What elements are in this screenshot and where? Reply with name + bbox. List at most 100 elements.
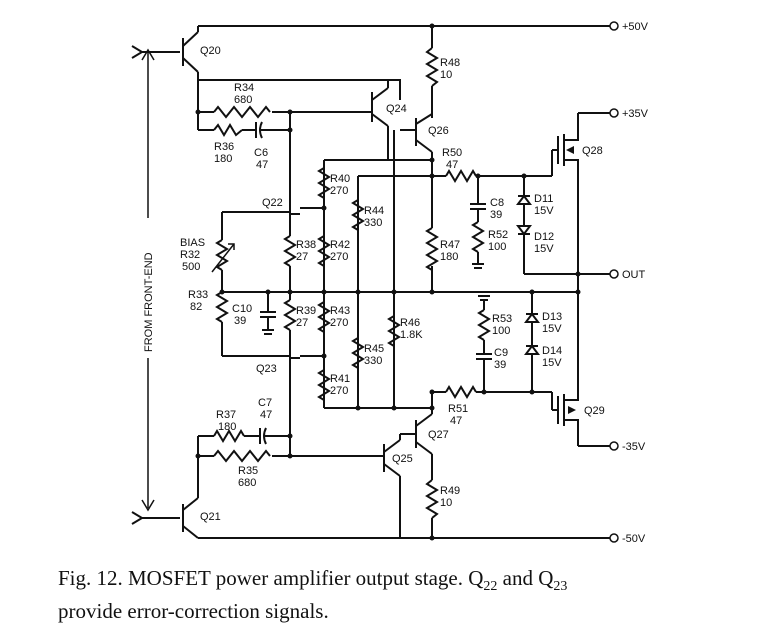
r53-ref: R53 <box>492 313 512 325</box>
bias-label: BIAS <box>180 237 205 249</box>
r37-val: 180 <box>218 421 236 433</box>
q22-label: Q22 <box>262 197 283 209</box>
r43-ref: R43 <box>330 305 350 317</box>
c7-val: 47 <box>260 409 272 421</box>
r50-resistor <box>445 169 477 183</box>
q26-transistor <box>415 113 433 153</box>
r53-resistor <box>477 309 491 341</box>
r52-val: 100 <box>488 241 506 253</box>
r36-val: 180 <box>214 153 232 165</box>
r46-ref: R46 <box>400 317 420 329</box>
d14-val: 15V <box>542 357 562 369</box>
r51-ref: R51 <box>448 403 468 415</box>
q23-transistor <box>289 346 324 372</box>
r36-ref: R36 <box>214 141 234 153</box>
r51-resistor <box>445 385 477 399</box>
neg35-label: -35V <box>622 441 646 453</box>
r42-ref: R42 <box>330 239 350 251</box>
q20-transistor <box>182 26 199 80</box>
q25-transistor <box>383 439 401 477</box>
d11-ref: D11 <box>534 193 553 205</box>
r35-ref: R35 <box>238 465 258 477</box>
r39-ref: R39 <box>296 305 316 317</box>
d13-val: 15V <box>542 323 562 335</box>
caption-line-1: Fig. 12. MOSFET power amplifier output s… <box>58 566 568 595</box>
r44-resistor <box>351 199 365 231</box>
r48-ref: R48 <box>440 57 460 69</box>
rail-wires <box>198 25 610 539</box>
c9-val: 39 <box>494 359 506 371</box>
r32-potentiometer <box>215 239 229 271</box>
r40-ref: R40 <box>330 173 350 185</box>
r50-val: 47 <box>446 159 458 171</box>
r32-val: 500 <box>182 261 200 273</box>
q29-label: Q29 <box>584 405 605 417</box>
d13-ref: D13 <box>542 311 562 323</box>
r34-resistor <box>213 105 271 119</box>
r33-ref: R33 <box>188 289 208 301</box>
r52-resistor <box>471 221 485 253</box>
r43-resistor <box>317 301 331 333</box>
r47-val: 180 <box>440 251 458 263</box>
q22-transistor <box>289 200 324 228</box>
r40-resistor <box>317 167 331 199</box>
q24-transistor <box>371 87 389 127</box>
c6-val: 47 <box>256 159 268 171</box>
r35-resistor <box>213 449 271 463</box>
pos35-terminal <box>609 108 619 118</box>
r38-val: 27 <box>296 251 308 263</box>
c10-ref: C10 <box>232 303 252 315</box>
c8-ref: C8 <box>490 197 504 209</box>
d12-ref: D12 <box>534 231 554 243</box>
r48-val: 10 <box>440 69 452 81</box>
d12-val: 15V <box>534 243 554 255</box>
r41-ref: R41 <box>330 373 350 385</box>
r35-val: 680 <box>238 477 256 489</box>
q23-label: Q23 <box>256 363 277 375</box>
c6-ref: C6 <box>254 147 268 159</box>
d14-ref: D14 <box>542 345 562 357</box>
q21-label: Q21 <box>200 511 221 523</box>
r44-ref: R44 <box>364 205 384 217</box>
pos35-label: +35V <box>622 108 649 120</box>
r46-val: 1.8K <box>400 329 423 341</box>
q26-label: Q26 <box>428 125 449 137</box>
q24-label: Q24 <box>386 103 407 115</box>
r49-val: 10 <box>440 497 452 509</box>
r48-resistor <box>425 47 439 87</box>
r43-val: 270 <box>330 317 348 329</box>
c10-val: 39 <box>234 315 246 327</box>
r51-val: 47 <box>450 415 462 427</box>
d11-val: 15V <box>534 205 554 217</box>
r46-resistor <box>387 315 401 347</box>
r52-ref: R52 <box>488 229 508 241</box>
r44-val: 330 <box>364 217 382 229</box>
c8-val: 39 <box>490 209 502 221</box>
r33-val: 82 <box>190 301 202 313</box>
r49-resistor <box>425 479 439 519</box>
q27-label: Q27 <box>428 429 449 441</box>
figure-caption: Fig. 12. MOSFET power amplifier output s… <box>58 566 773 624</box>
r36-resistor <box>213 123 243 137</box>
out-terminal <box>609 269 619 279</box>
r45-ref: R45 <box>364 343 384 355</box>
r45-resistor <box>351 337 365 369</box>
r40-val: 270 <box>330 185 348 197</box>
r50-ref: R50 <box>442 147 462 159</box>
r34-val: 680 <box>234 94 252 106</box>
c9-ref: C9 <box>494 347 508 359</box>
q28-mosfet <box>552 113 579 274</box>
amplifier-schematic: +50V +35V OUT -35V -50V FROM FRONT-END Q… <box>131 21 649 545</box>
q25-label: Q25 <box>392 453 413 465</box>
r39-val: 27 <box>296 317 308 329</box>
front-end-label: FROM FRONT-END <box>143 252 155 352</box>
q20-label: Q20 <box>200 45 221 57</box>
r42-val: 270 <box>330 251 348 263</box>
r37-resistor <box>213 429 245 443</box>
caption-line-2: provide error-correction signals. <box>58 599 329 624</box>
q28-label: Q28 <box>582 145 603 157</box>
r41-resistor <box>317 369 331 401</box>
r45-val: 330 <box>364 355 382 367</box>
neg35-terminal <box>609 441 619 451</box>
r49-ref: R49 <box>440 485 460 497</box>
